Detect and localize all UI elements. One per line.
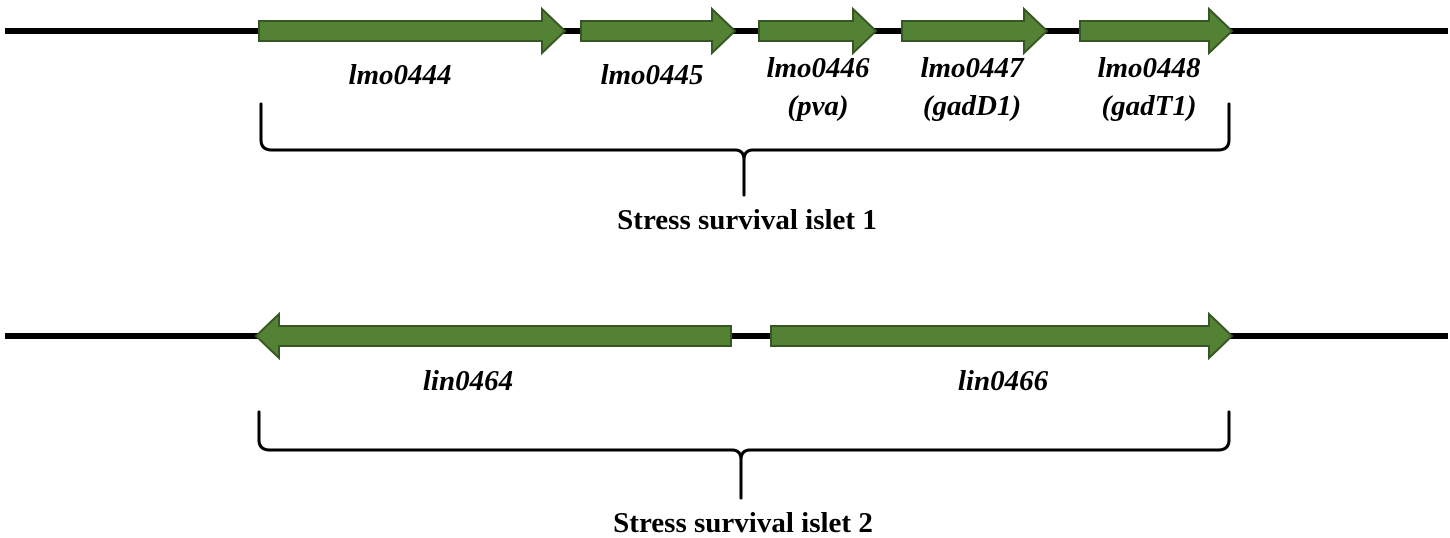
gene-arrow-lmo0447 (901, 6, 1049, 56)
gene-arrow-lin0466 (770, 311, 1234, 361)
gene-label-lmo0447: lmo0447 (920, 52, 1025, 84)
gene-alias-lmo0447: (gadD1) (923, 90, 1021, 122)
gene-label-lmo0444: lmo0444 (348, 59, 451, 91)
islet-2: lin0464 lin0466 Stress survival islet 2 (5, 311, 1448, 538)
islet-2-brace (257, 410, 1231, 500)
islet-1: lmo0444 lmo0445 lmo0446 (pva) lmo0447 (g… (5, 6, 1448, 236)
gene-label-lin0464: lin0464 (423, 365, 513, 397)
gene-arrow-lmo0444 (258, 6, 567, 56)
gene-alias-lmo0448: (gadT1) (1101, 90, 1196, 122)
gene-alias-lmo0446: (pva) (787, 90, 848, 122)
gene-arrow-lin0464 (254, 311, 732, 361)
gene-label-lmo0448: lmo0448 (1097, 52, 1201, 84)
gene-label-lmo0446: lmo0446 (766, 52, 870, 84)
gene-arrow-lmo0445 (580, 6, 737, 56)
islet-1-brace (259, 102, 1231, 197)
gene-arrow-lmo0446 (758, 6, 878, 56)
islet-1-title: Stress survival islet 1 (617, 204, 877, 236)
islet-2-title: Stress survival islet 2 (613, 507, 873, 538)
gene-label-lin0466: lin0466 (958, 365, 1049, 397)
gene-arrow-lmo0448 (1079, 6, 1234, 56)
gene-label-lmo0445: lmo0445 (600, 59, 703, 91)
